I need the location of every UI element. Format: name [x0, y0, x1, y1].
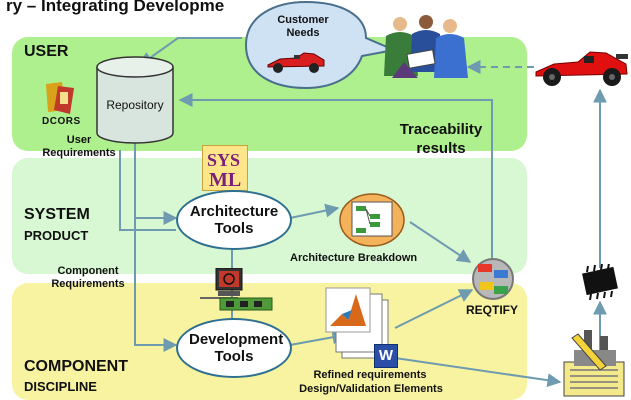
- repository-label: Repository: [106, 98, 164, 112]
- component-requirements-label: Component Requirements: [51, 265, 125, 290]
- arrow-needs-to-repository: [138, 37, 242, 66]
- component-band-subtitle: DISCIPLINE: [24, 379, 97, 394]
- development-tools[interactable]: Development Tools: [176, 318, 292, 378]
- race-car-small-icon: [267, 52, 325, 73]
- svg-text:ML: ML: [209, 169, 241, 190]
- arrow-docs-to-factory: [394, 357, 562, 388]
- user-requirements-label: User Requirements: [42, 134, 116, 159]
- user-band-title: USER: [24, 43, 69, 60]
- word-icon: W: [374, 344, 398, 368]
- architecture-tools-label: Architecture Tools: [189, 203, 279, 237]
- arrow-architecture-feedback: [119, 150, 176, 231]
- people-meeting-icon: [384, 15, 468, 78]
- arrow-breakdown-to-reqtify: [409, 221, 472, 263]
- arrow-docs-to-reqtify: [394, 289, 474, 329]
- arrow-repo-to-development: [134, 218, 178, 352]
- arrow-arch-to-breakdown: [289, 203, 340, 219]
- repository-cylinder: [96, 56, 174, 144]
- architecture-tools[interactable]: Architecture Tools: [176, 190, 292, 250]
- reqtify-icon[interactable]: [470, 256, 516, 302]
- design-validation-label: Design/Validation Elements: [299, 383, 443, 395]
- computer-icon: [200, 268, 273, 311]
- arrow-repo-to-architecture: [134, 135, 178, 225]
- race-car-icon: [535, 51, 628, 86]
- svg-text:SYS: SYS: [207, 150, 240, 170]
- customer-needs-label: Customer Needs: [277, 14, 329, 39]
- factory-document-icon: [563, 330, 625, 397]
- dcor-label: DCORS: [42, 116, 81, 127]
- architecture-breakdown-icon: [339, 193, 405, 247]
- dcor-logo-icon: [46, 82, 74, 114]
- traceability-label: Traceability results: [399, 121, 483, 157]
- system-band-title: SYSTEM: [24, 206, 90, 223]
- system-band-subtitle: PRODUCT: [24, 228, 89, 243]
- architecture-breakdown-label: Architecture Breakdown: [290, 252, 418, 264]
- refined-requirements-label: Refined requirements: [313, 369, 427, 381]
- reqtify-label: REQTIFY: [466, 303, 519, 317]
- chip-icon: [582, 264, 618, 300]
- word-icon-letter: W: [378, 347, 394, 364]
- title-fragment: ry – Integrating Developme: [6, 0, 225, 15]
- sysml-logo-icon: SYS ML: [202, 145, 248, 191]
- component-band-title: COMPONENT: [24, 358, 128, 375]
- development-tools-label: Development Tools: [189, 331, 284, 365]
- arrow-traceability: [178, 93, 493, 258]
